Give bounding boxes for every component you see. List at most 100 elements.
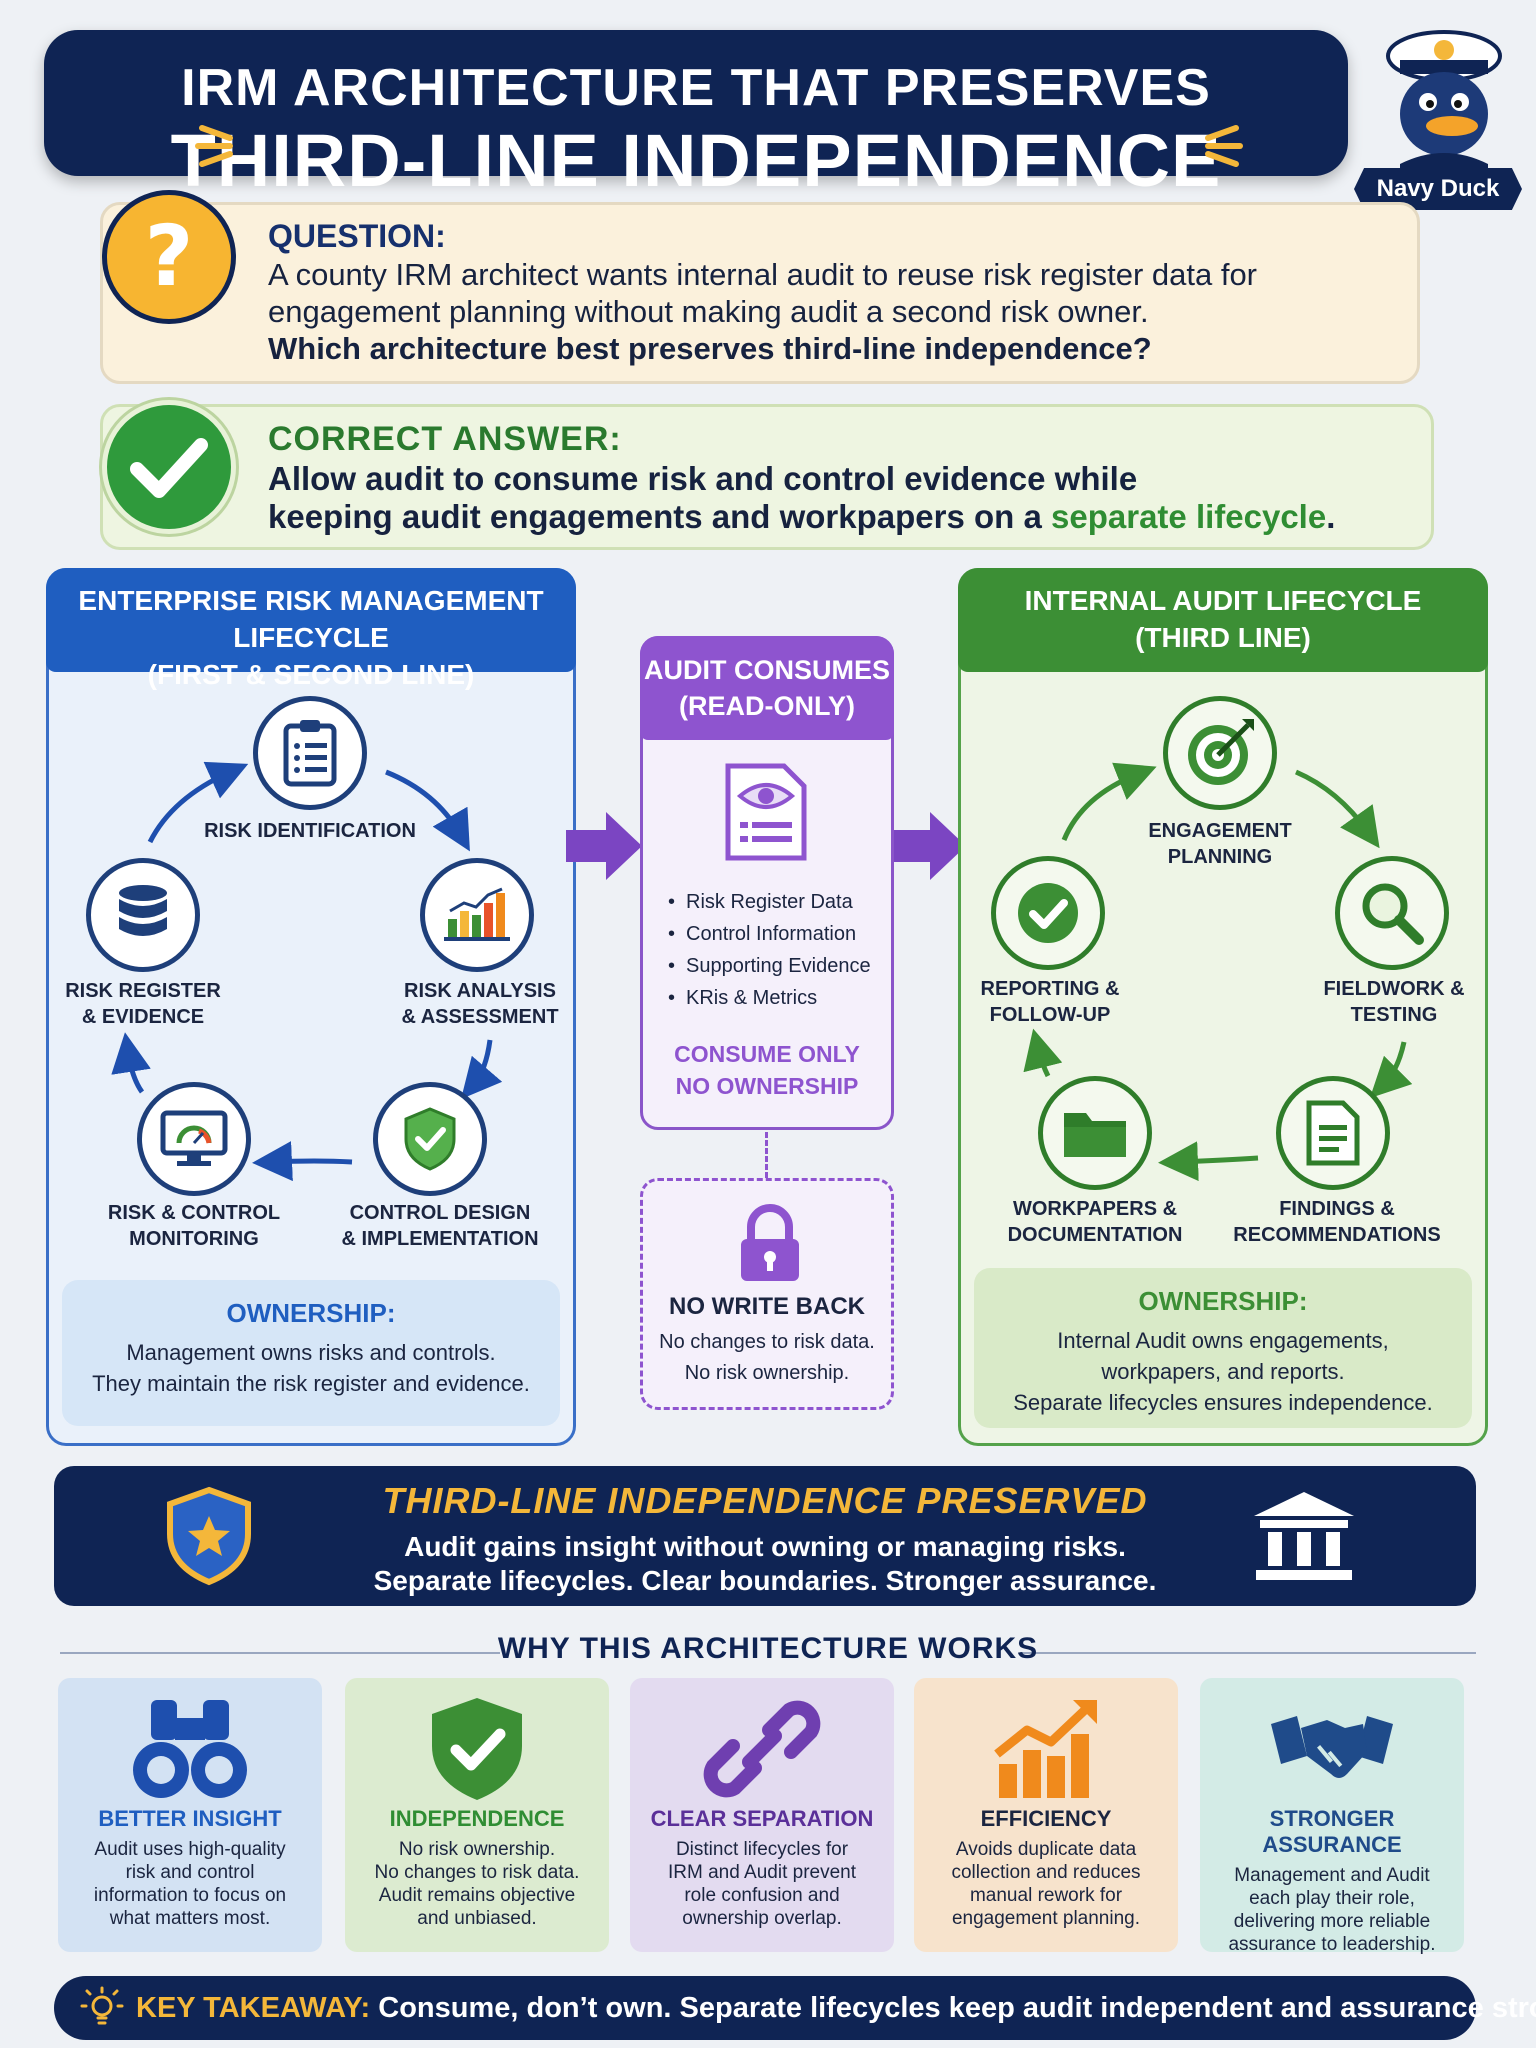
- reporting-label-1: REPORTING &: [980, 978, 1120, 1000]
- document-icon: [1306, 1100, 1360, 1166]
- card-title: EFFICIENCY: [980, 1806, 1112, 1831]
- risk-analysis-label-1: RISK ANALYSIS: [404, 980, 556, 1002]
- answer-line-2: keeping audit engagements and workpapers…: [268, 498, 1388, 536]
- card-text: Management and Audit each play their rol…: [1210, 1864, 1454, 1956]
- erm-ownership-line-2: They maintain the risk register and evid…: [92, 1371, 530, 1396]
- card-line: role confusion and: [684, 1885, 840, 1906]
- erm-ownership-text: Management owns risks and controls. They…: [62, 1337, 560, 1399]
- answer-line-2-pre: keeping audit engagements and workpapers…: [268, 498, 1052, 535]
- title-line-2: THIRD-LINE INDEPENDENCE: [170, 119, 1222, 202]
- engagement-planning-label-1: ENGAGEMENT: [1148, 820, 1292, 842]
- key-takeaway-label: KEY TAKEAWAY:: [136, 1992, 371, 2024]
- institution-icon: [1254, 1492, 1354, 1580]
- independence-banner-line-2: Separate lifecycles. Clear boundaries. S…: [373, 1565, 1157, 1596]
- risk-register-node: [86, 858, 200, 972]
- card-line: Distinct lifecycles for: [675, 1839, 849, 1860]
- key-takeaway-bar: KEY TAKEAWAY: Consume, don’t own. Separa…: [54, 1976, 1536, 2040]
- answer-line-2-post: .: [1326, 498, 1336, 535]
- why-title: WHY THIS ARCHITECTURE WORKS: [497, 1632, 1039, 1665]
- reporting-label: REPORTING & FOLLOW-UP: [950, 976, 1150, 1028]
- list-item: Control Information: [668, 918, 888, 950]
- ia-ownership-box: OWNERSHIP: Internal Audit owns engagemen…: [974, 1268, 1472, 1428]
- clipboard-list-icon: [283, 720, 337, 787]
- list-item: KRis & Metrics: [668, 982, 888, 1014]
- audit-consumes-header-1: AUDIT CONSUMES: [643, 655, 890, 685]
- card-line: what matters most.: [109, 1908, 271, 1929]
- findings-label: FINDINGS & RECOMMENDATIONS: [1222, 1196, 1452, 1248]
- dashed-connector: [765, 1132, 768, 1178]
- database-icon: [119, 885, 167, 936]
- no-write-back-box: NO WRITE BACK No changes to risk data. N…: [640, 1178, 894, 1410]
- card-title: BETTER INSIGHT: [98, 1806, 282, 1831]
- card-line: IRM and Audit prevent: [668, 1862, 856, 1883]
- risk-register-label: RISK REGISTER & EVIDENCE: [48, 978, 238, 1030]
- answer-highlight: separate lifecycle: [1051, 498, 1327, 535]
- list-item: Supporting Evidence: [668, 950, 888, 982]
- svg-text:?: ?: [145, 207, 194, 305]
- engagement-planning-label: ENGAGEMENT PLANNING: [1120, 818, 1320, 870]
- mascot-label: Navy Duck: [1354, 168, 1522, 210]
- erm-header: ENTERPRISE RISK MANAGEMENT LIFECYCLE (FI…: [46, 568, 576, 690]
- independence-banner-line-1: Audit gains insight without owning or ma…: [404, 1531, 1126, 1562]
- title-line-1: IRM ARCHITECTURE THAT PRESERVES: [181, 59, 1211, 117]
- card-line: ownership overlap.: [682, 1908, 842, 1929]
- broken-chain-icon: [703, 1700, 821, 1798]
- control-design-node: [373, 1082, 487, 1196]
- reporting-node: [991, 856, 1105, 970]
- card-stronger-assurance: STRONGER ASSURANCE Management and Audit …: [1200, 1678, 1464, 1955]
- control-design-label-2: & IMPLEMENTATION: [341, 1228, 539, 1250]
- card-line: No changes to risk data.: [374, 1862, 580, 1883]
- card-efficiency: EFFICIENCY Avoids duplicate data collect…: [914, 1678, 1178, 1952]
- reporting-label-2: FOLLOW-UP: [989, 1004, 1111, 1026]
- left-rays-icon: [194, 116, 238, 186]
- ia-ownership-line-2: workpapers, and reports.: [1101, 1359, 1345, 1384]
- card-independence: INDEPENDENCE No risk ownership. No chang…: [345, 1678, 609, 1952]
- question-box: [100, 202, 1420, 384]
- independence-banner-title: THIRD-LINE INDEPENDENCE PRESERVED: [382, 1480, 1148, 1521]
- answer-box: [100, 404, 1434, 550]
- workpapers-node: [1038, 1076, 1152, 1190]
- internal-audit-header-2: (THIRD LINE): [1135, 622, 1311, 653]
- question-label: QUESTION:: [268, 218, 446, 254]
- question-line-3: Which architecture best preserves third-…: [268, 331, 1152, 366]
- no-write-back-line-1: No changes to risk data.: [659, 1331, 875, 1353]
- card-better-insight: BETTER INSIGHT Audit uses high-quality r…: [58, 1678, 322, 1952]
- card-line: Avoids duplicate data: [955, 1839, 1137, 1860]
- audit-consumes-header: AUDIT CONSUMES (READ-ONLY): [640, 636, 894, 740]
- card-line: No risk ownership.: [398, 1839, 556, 1860]
- consume-only-line-1: CONSUME ONLY: [674, 1041, 860, 1067]
- right-rays-icon: [1200, 116, 1244, 186]
- internal-audit-header-1: INTERNAL AUDIT LIFECYCLE: [1024, 585, 1422, 616]
- workpapers-label-1: WORKPAPERS &: [1012, 1198, 1178, 1220]
- card-text: No risk ownership. No changes to risk da…: [355, 1838, 599, 1930]
- fieldwork-label-1: FIELDWORK &: [1323, 978, 1465, 1000]
- fieldwork-label-2: TESTING: [1350, 1004, 1438, 1026]
- card-title: STRONGER ASSURANCE: [1262, 1806, 1402, 1857]
- control-design-label: CONTROL DESIGN & IMPLEMENTATION: [330, 1200, 550, 1252]
- magnifier-icon: [1362, 883, 1424, 945]
- risk-monitoring-label-2: MONITORING: [129, 1228, 259, 1250]
- risk-monitoring-node: [137, 1082, 251, 1196]
- independence-banner: THIRD-LINE INDEPENDENCE PRESERVED Audit …: [54, 1466, 1476, 1606]
- control-design-label-1: CONTROL DESIGN: [349, 1202, 531, 1224]
- card-clear-separation: CLEAR SEPARATION Distinct lifecycles for…: [630, 1678, 894, 1952]
- navy-duck-mascot: [1370, 14, 1518, 210]
- risk-identification-label: RISK IDENTIFICATION: [204, 820, 416, 842]
- divider-left: [60, 1652, 500, 1654]
- risk-register-label-2: & EVIDENCE: [81, 1006, 205, 1028]
- question-line-1: A county IRM architect wants internal au…: [268, 257, 1258, 292]
- risk-register-label-1: RISK REGISTER: [65, 980, 221, 1002]
- ia-ownership-line-1: Internal Audit owns engagements,: [1057, 1328, 1389, 1353]
- erm-ownership-line-1: Management owns risks and controls.: [126, 1340, 496, 1365]
- findings-label-1: FINDINGS &: [1279, 1198, 1395, 1220]
- fieldwork-label: FIELDWORK & TESTING: [1296, 976, 1492, 1028]
- card-line: information to focus on: [93, 1885, 287, 1906]
- fieldwork-node: [1335, 856, 1449, 970]
- workpapers-label: WORKPAPERS & DOCUMENTATION: [995, 1196, 1195, 1248]
- erm-ownership-box: OWNERSHIP: Management owns risks and con…: [62, 1280, 560, 1426]
- audit-consumes-list: Risk Register Data Control Information S…: [668, 886, 888, 1014]
- card-title: CLEAR SEPARATION: [650, 1806, 874, 1831]
- ia-ownership-title: OWNERSHIP:: [1138, 1286, 1308, 1316]
- card-line: collection and reduces: [951, 1862, 1141, 1883]
- target-icon: [1188, 719, 1254, 785]
